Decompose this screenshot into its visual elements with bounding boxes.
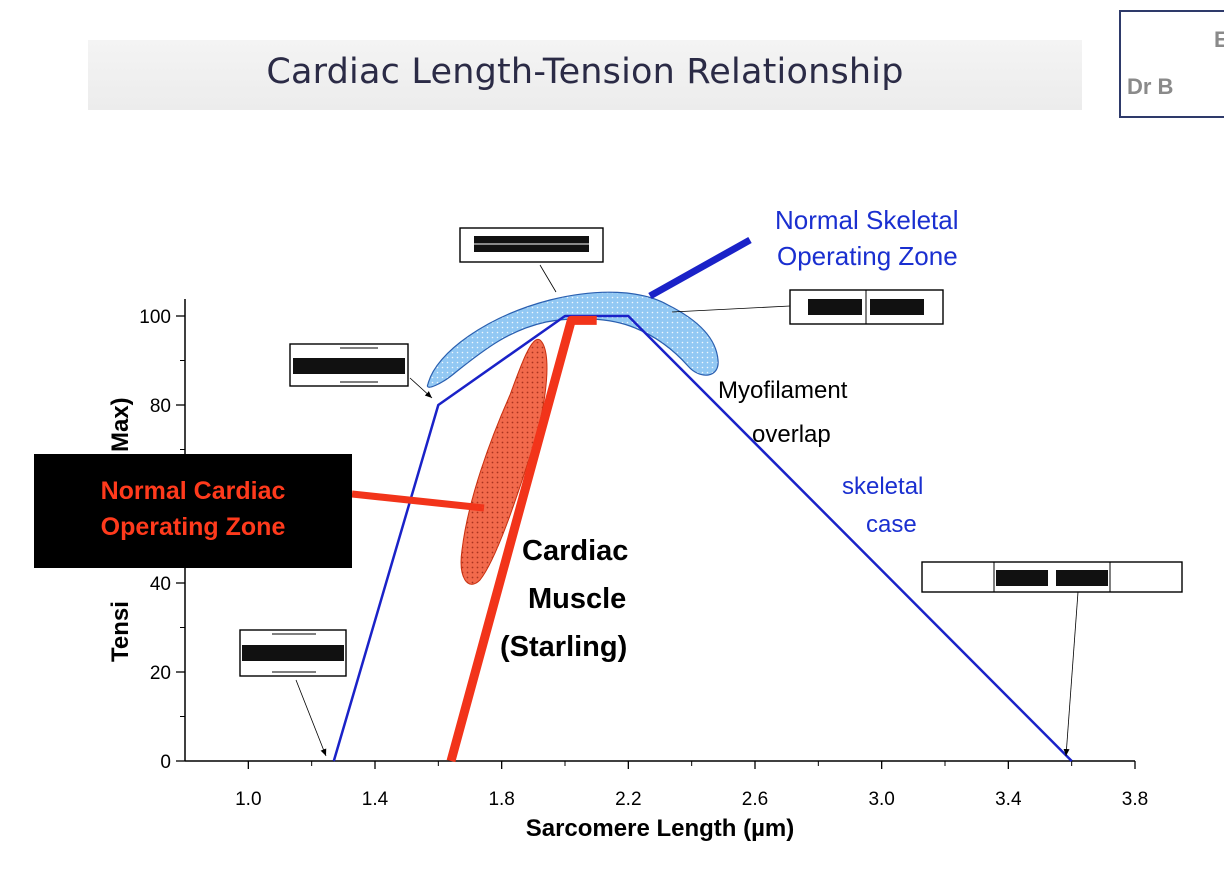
author-box: E Dr B	[1119, 10, 1224, 118]
cardiac-zone-label-box: Normal Cardiac Operating Zone	[34, 454, 352, 568]
myofilament-label-2: overlap	[752, 421, 831, 448]
sarcomere-diagram-right	[789, 289, 944, 325]
skeletal-zone-label-2: Operating Zone	[777, 241, 958, 271]
x-tick-label: 1.0	[235, 789, 261, 810]
x-tick-label: 3.8	[1122, 789, 1148, 810]
cardiac-zone-label-1: Normal Cardiac	[101, 477, 286, 505]
leader-line-top	[539, 264, 557, 293]
leader-line-bottom-left	[295, 679, 327, 757]
myofilament-label-1: Myofilament	[718, 377, 848, 404]
cardiac-zone-label-2: Operating Zone	[101, 513, 286, 541]
x-tick-label: 2.6	[742, 789, 768, 810]
author-line-2: Dr B	[1127, 74, 1174, 99]
cardiac-muscle-label-2: Muscle	[528, 583, 626, 615]
skeletal-curve-line	[332, 314, 1073, 762]
x-axis-title: Sarcomere Length (µm)	[526, 815, 795, 842]
cardiac-muscle-label-1: Cardiac	[522, 535, 628, 567]
cardiac-zone-pointer	[351, 490, 485, 512]
x-tick-label: 3.0	[868, 789, 894, 810]
x-tick-label: 3.4	[995, 789, 1022, 810]
x-tick-label: 2.2	[615, 789, 641, 810]
leader-line-right	[671, 305, 791, 313]
y-tick-label: 20	[150, 663, 171, 684]
skeletal-zone-pointer	[648, 236, 752, 300]
skeletal-case-label-2: case	[866, 511, 917, 538]
leader-line-bottom-right	[1063, 591, 1079, 757]
x-tick-label: 1.4	[362, 789, 389, 810]
skeletal-zone-label-1: Normal Skeletal	[775, 205, 959, 235]
skeletal-operating-zone	[426, 291, 719, 388]
y-tick-label: 100	[139, 307, 171, 328]
x-tick-label: 1.8	[488, 789, 514, 810]
author-line-1: E	[1214, 27, 1224, 53]
y-axis-title-top: Max)	[107, 397, 134, 452]
data-points	[333, 315, 1072, 762]
sarcomere-diagram-bottom-left	[239, 629, 347, 677]
sarcomere-diagram-top	[459, 227, 604, 263]
y-tick-label: 0	[160, 752, 171, 773]
skeletal-case-label-1: skeletal	[842, 473, 923, 500]
title-bar: Cardiac Length-Tension Relationship	[88, 40, 1082, 110]
leader-line-left	[409, 377, 433, 399]
cardiac-muscle-label-3: (Starling)	[500, 631, 627, 663]
sarcomere-diagram-bottom-right	[921, 561, 1183, 593]
y-axis-title: Tensi	[107, 601, 134, 662]
y-tick-label: 40	[150, 574, 171, 595]
y-tick-label: 80	[150, 396, 171, 417]
x-ticks: 1.0 1.4 1.8 2.2 2.6 3.0 3.4 3.8	[235, 761, 1148, 810]
slide-title: Cardiac Length-Tension Relationship	[266, 52, 904, 92]
sarcomere-diagram-left	[289, 343, 409, 387]
